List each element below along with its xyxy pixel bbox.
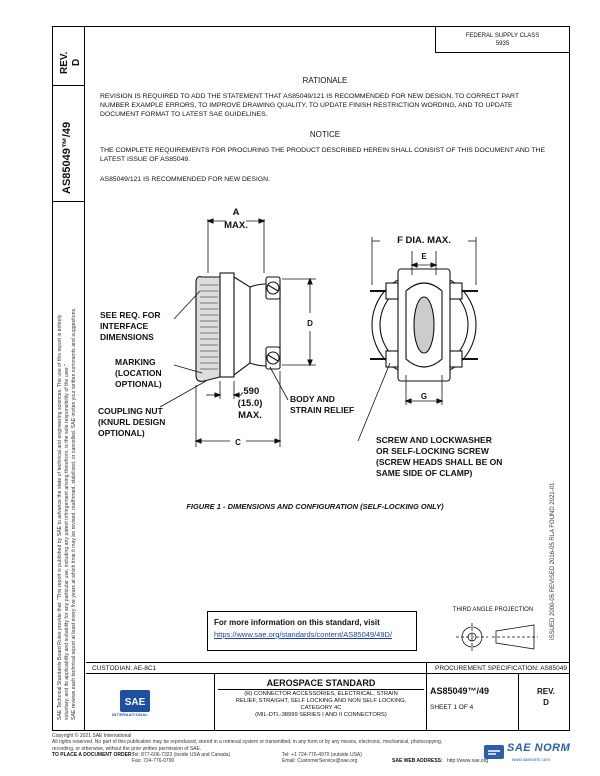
row-divider xyxy=(426,663,427,673)
footer-rights-2: recording, or otherwise, without the pri… xyxy=(52,745,202,752)
desc-line-1: (R) CONNECTOR ACCESSORIES, ELECTRICAL, S… xyxy=(244,691,398,697)
title-divider-1 xyxy=(214,674,215,731)
dim-c-label: C xyxy=(235,438,241,447)
rationale-heading: RATIONALE xyxy=(302,76,348,85)
coupling-label-1: COUPLING NUT xyxy=(98,406,164,416)
sae-logo: SAE xyxy=(120,690,150,712)
connector-drawing: A MAX. F DIA. MAX. E D G C .590 (15.0) M… xyxy=(98,207,502,478)
dim-g-label: G xyxy=(421,392,427,401)
rev-value: D xyxy=(71,58,82,66)
revision-label: REV. xyxy=(537,687,555,696)
standard-description: (R) CONNECTOR ACCESSORIES, ELECTRICAL, S… xyxy=(218,691,424,719)
title-divider-2 xyxy=(426,674,427,731)
dim-a-max-label: MAX. xyxy=(224,220,248,231)
projection-icon xyxy=(456,623,538,651)
marking-label-1: MARKING xyxy=(115,357,156,367)
footer-tel-1: Tel: 877-606-7323 (inside USA and Canada… xyxy=(132,751,231,758)
footer-web-url[interactable]: http://www.sae.org xyxy=(447,757,489,764)
recommend-note: AS85049/121 IS RECOMMENDED FOR NEW DESIG… xyxy=(100,176,270,183)
notice-body: THE COMPLETE REQUIREMENTS FOR PROCURING … xyxy=(100,147,546,163)
doc-number-cell: AS85049™/49 xyxy=(52,86,85,202)
sae-logo-text: SAE xyxy=(125,697,146,708)
see-req-label-3: DIMENSIONS xyxy=(100,332,154,342)
left-panel: REV. D AS85049™/49 xyxy=(52,26,85,731)
dim-f-label: F DIA. MAX. xyxy=(397,235,451,246)
screw-label-4: SAME SIDE OF CLAMP) xyxy=(376,468,473,478)
body-label-2: STRAIN RELIEF xyxy=(290,405,354,415)
footer-email: Email: CustomerService@sae.org xyxy=(282,757,358,764)
federal-supply-box: FEDERAL SUPPLY CLASS 5935 xyxy=(435,27,569,53)
desc-line-4: (MIL-DTL-38999 SERIES I AND II CONNECTOR… xyxy=(255,712,387,718)
coupling-label-3: OPTIONAL) xyxy=(98,428,145,438)
custodian-row: CUSTODIAN: AE-8C1 PROCUREMENT SPECIFICAT… xyxy=(86,662,570,674)
dim-590-label: .590 xyxy=(241,386,260,397)
dim-150-label: (15.0) xyxy=(238,398,263,409)
custodian-text: CUSTODIAN: AE-8C1 xyxy=(92,665,157,672)
document-frame xyxy=(52,26,570,731)
side-note-2: voluntary, and its applicability and sui… xyxy=(64,364,70,720)
figure-caption: FIGURE 1 - DIMENSIONS AND CONFIGURATION … xyxy=(186,502,444,511)
dim-d-label: D xyxy=(307,319,313,328)
procurement-text: PROCUREMENT SPECIFICATION: AS85049 xyxy=(435,665,567,672)
dim-a-label: A xyxy=(233,207,240,218)
sheet-number: SHEET 1 OF 4 xyxy=(430,704,474,711)
watermark-subtitle: www.saenorm.com xyxy=(512,757,551,762)
watermark: SAE NORM www.saenorm.com xyxy=(482,742,598,772)
federal-supply-value: 5935 xyxy=(495,41,510,47)
revision-note: ISSUED 2000-05 REVISED 2016-05 RLA FOUND… xyxy=(550,482,556,640)
doc-number-vertical: AS85049™/49 xyxy=(61,121,73,194)
footer-web-label: SAE WEB ADDRESS: xyxy=(392,757,443,764)
coupling-label-2: (KNURL DESIGN xyxy=(98,417,165,427)
footer: Copyright © 2021 SAE International All r… xyxy=(52,733,572,766)
info-box: For more information on this standard, v… xyxy=(207,611,417,651)
footer-tel-2: Tel: +1 724-776-4970 (outside USA) xyxy=(282,751,362,758)
title-divider-3 xyxy=(518,674,519,731)
marking-label-3: OPTIONAL) xyxy=(115,379,162,389)
footer-rights: All rights reserved. No part of this pub… xyxy=(52,739,443,746)
projection-label: THIRD ANGLE PROJECTION xyxy=(452,607,534,613)
body-label-1: BODY AND xyxy=(290,394,335,404)
document-number: AS85049™/49 xyxy=(430,686,490,696)
side-note-3: SAE reviews each technical report at lea… xyxy=(71,307,77,721)
dim-e-label: E xyxy=(421,252,427,261)
rev-cell: REV. D xyxy=(52,26,85,86)
notice-heading: NOTICE xyxy=(309,130,341,139)
rationale-body: REVISION IS REQUIRED TO ADD THE STATEMEN… xyxy=(100,93,519,118)
sae-logo-subtitle: INTERNATIONAL xyxy=(112,712,149,717)
screw-label-1: SCREW AND LOCKWASHER xyxy=(376,435,492,445)
side-note-1: SAE Technical Standards Board Rules prov… xyxy=(57,314,63,720)
see-req-label-2: INTERFACE xyxy=(100,321,149,331)
screw-label-2: OR SELF-LOCKING SCREW xyxy=(376,446,490,456)
info-box-text: For more information on this standard, v… xyxy=(214,618,380,627)
revision-value: D xyxy=(543,698,549,707)
federal-supply-label: FEDERAL SUPPLY CLASS xyxy=(465,33,540,39)
footer-copyright: Copyright © 2021 SAE International xyxy=(52,733,132,739)
watermark-icon xyxy=(484,745,504,759)
revision-block: REV. D xyxy=(522,686,570,708)
projection-symbol: THIRD ANGLE PROJECTION xyxy=(438,607,548,662)
screw-label-3: (SCREW HEADS SHALL BE ON xyxy=(376,457,502,467)
see-req-label-1: SEE REQ. FOR xyxy=(100,310,160,320)
marking-label-2: (LOCATION xyxy=(115,368,162,378)
footer-order-label: TO PLACE A DOCUMENT ORDER: xyxy=(52,751,134,758)
desc-line-3: CATEGORY 4C xyxy=(300,705,342,711)
title-block: AEROSPACE STANDARD (R) CONNECTOR ACCESSO… xyxy=(86,674,570,731)
watermark-text: SAE NORM xyxy=(507,742,571,754)
footer-fax: Fax: 724-776-0790 xyxy=(132,757,175,764)
desc-line-2: RELIEF, STRAIGHT, SELF LOCKING AND NON S… xyxy=(235,698,407,704)
dim-max-label: MAX. xyxy=(238,410,262,421)
info-box-link[interactable]: https://www.sae.org/standards/content/AS… xyxy=(214,630,393,639)
rev-label: REV. xyxy=(59,51,70,74)
standard-title: AEROSPACE STANDARD xyxy=(218,678,424,690)
